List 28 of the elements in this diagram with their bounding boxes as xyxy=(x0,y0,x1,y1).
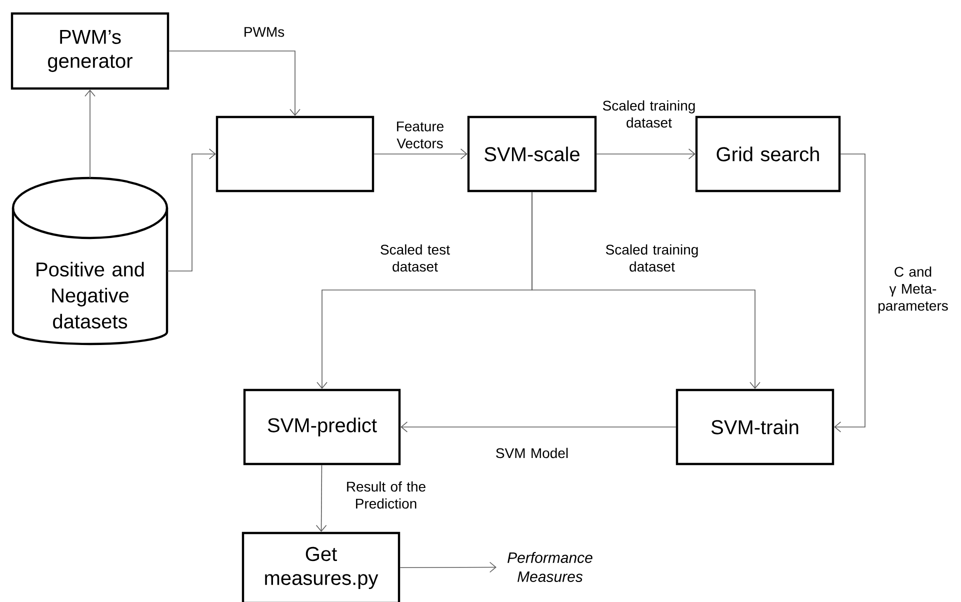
arrow xyxy=(374,148,468,160)
arrow xyxy=(400,562,496,573)
process-box: SVM-scale xyxy=(467,116,597,192)
process-box: SVM-train xyxy=(676,388,834,466)
node-label: Positive and Negative datasets xyxy=(36,262,144,329)
edge-label: Feature Vectors xyxy=(396,122,444,148)
arrow xyxy=(84,90,96,178)
arrow xyxy=(596,148,696,160)
process-box: SVM-predict xyxy=(243,388,401,466)
process-box: Grid search xyxy=(695,116,841,192)
output-text: Performance Measures xyxy=(508,552,592,582)
process-box: PWM’s generator xyxy=(10,12,170,90)
edge-label: Scaled test dataset xyxy=(380,244,450,272)
process-box: Get measures.py xyxy=(242,532,400,602)
database-cylinder: Positive and Negative datasets xyxy=(12,176,168,346)
edge-label: PWMs xyxy=(244,27,284,37)
edge-label: Scaled training dataset xyxy=(606,244,698,272)
arrow xyxy=(400,422,676,432)
arrow xyxy=(834,154,866,432)
edge-label: Result of the Prediction xyxy=(347,481,426,509)
arrow xyxy=(532,192,760,389)
process-box xyxy=(216,116,374,192)
arrow xyxy=(166,148,216,272)
edge-label: SVM Model xyxy=(496,448,568,458)
arrow xyxy=(316,464,327,532)
arrow xyxy=(168,50,300,116)
edge-label: C and γ Meta-parameters xyxy=(878,266,948,314)
edge-label: Scaled training dataset xyxy=(602,100,695,128)
